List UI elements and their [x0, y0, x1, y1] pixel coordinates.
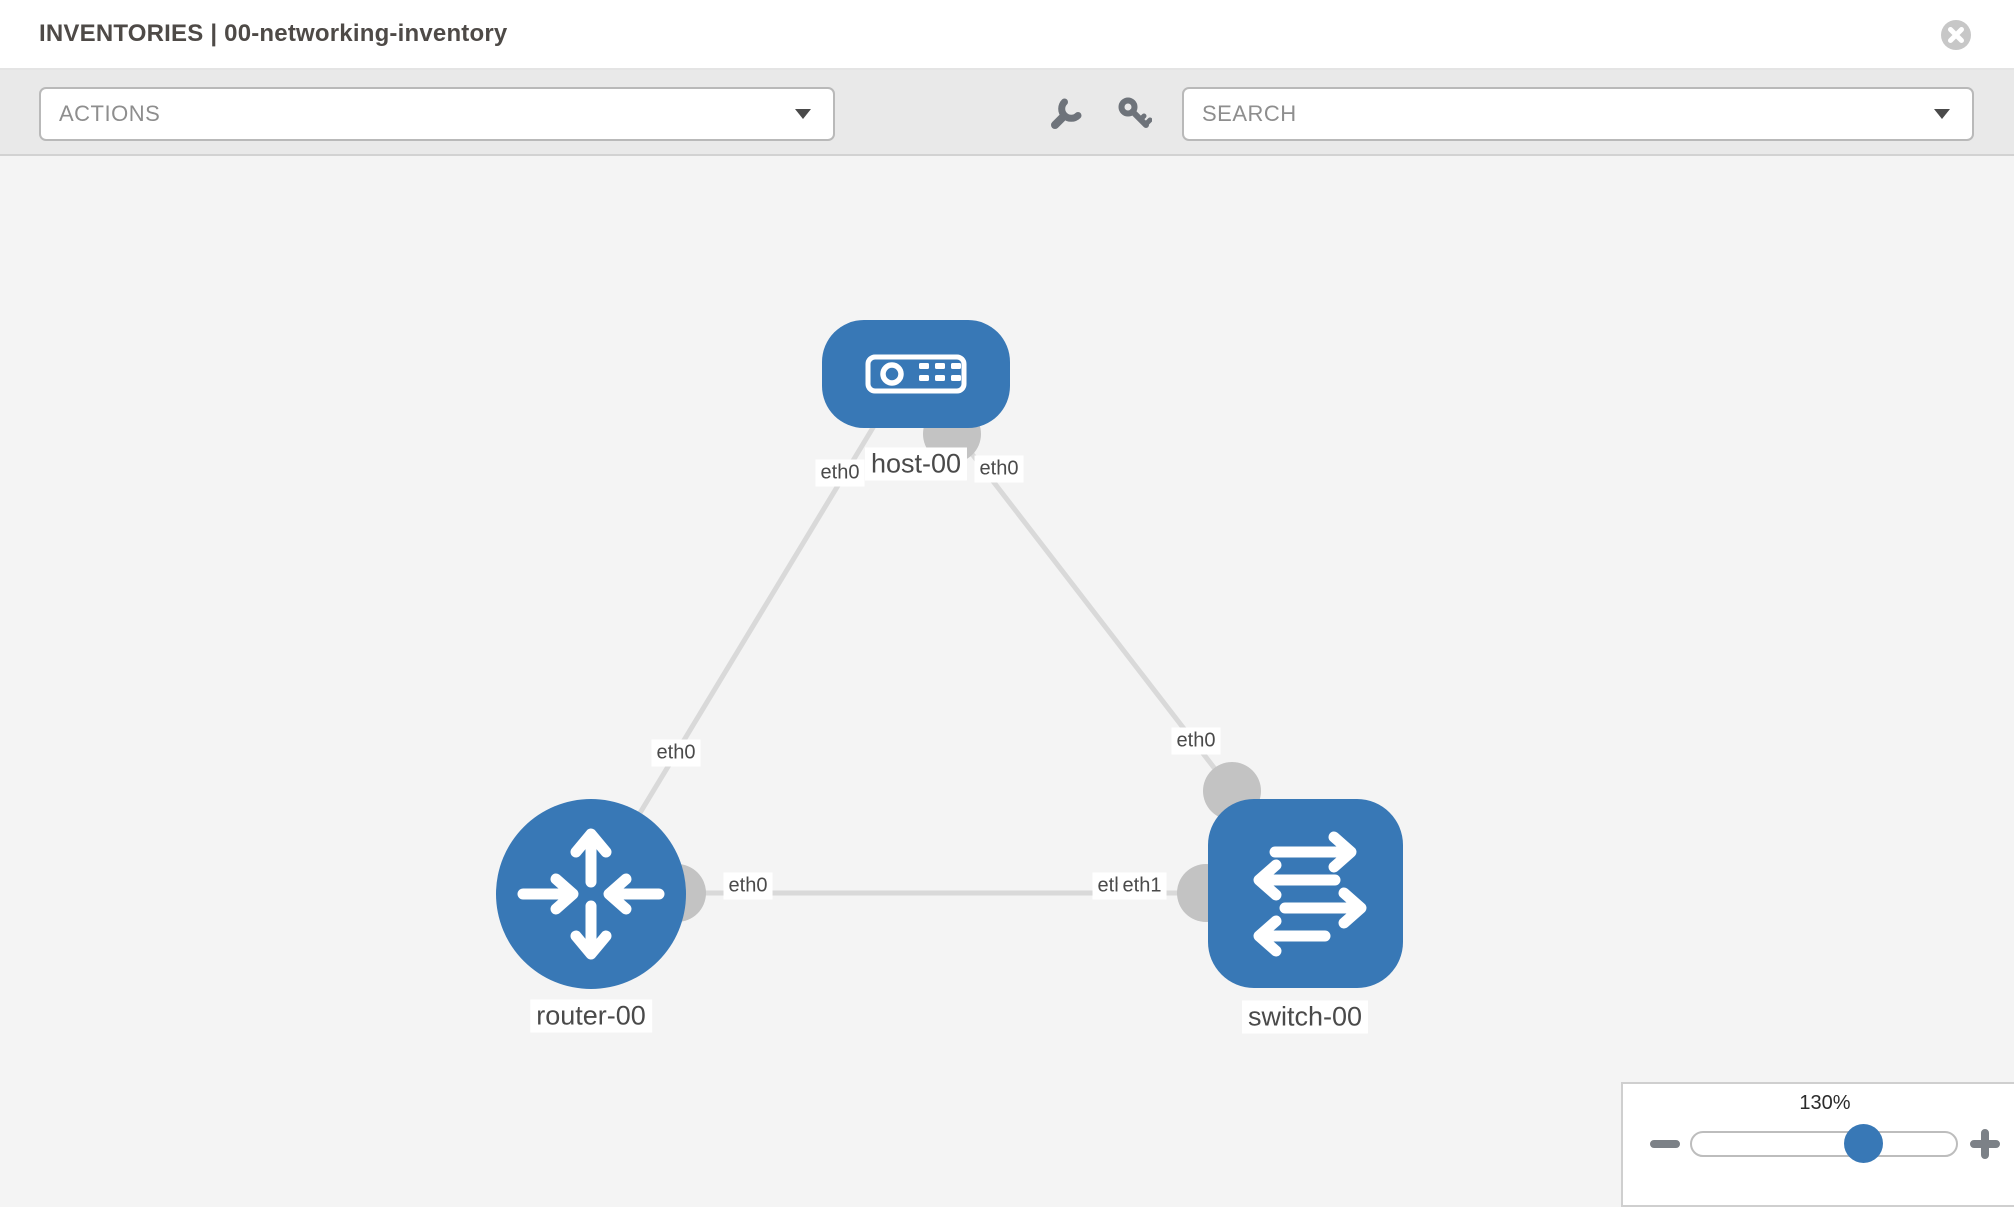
chevron-down-icon: [1934, 109, 1950, 119]
chevron-down-icon: [795, 109, 811, 119]
breadcrumb-inventory-name: 00-networking-inventory: [224, 20, 508, 47]
router-icon: [517, 828, 665, 960]
actions-dropdown-label: ACTIONS: [59, 101, 161, 126]
switch-icon: [1253, 831, 1367, 957]
breadcrumb-separator: |: [210, 20, 218, 47]
close-button[interactable]: [1940, 19, 1972, 51]
minus-icon: [1650, 1140, 1680, 1148]
page-header: INVENTORIES | 00-networking-inventory: [0, 0, 2014, 70]
node-switch[interactable]: [1208, 799, 1403, 988]
interface-label: eth0: [1171, 727, 1221, 755]
key-icon: [1118, 97, 1153, 128]
topology-graph: [496, 320, 1403, 989]
search-dropdown-label: SEARCH: [1202, 101, 1297, 126]
interface-label: eth1: [1117, 872, 1167, 900]
zoom-slider-track[interactable]: [1690, 1131, 1958, 1157]
actions-dropdown[interactable]: ACTIONS: [39, 87, 835, 141]
interface-label: eth0: [723, 872, 773, 900]
server-icon: [865, 354, 967, 394]
node-router[interactable]: [496, 799, 686, 989]
node-label-router: router-00: [530, 999, 652, 1033]
zoom-level-value: 130%: [1799, 1092, 1851, 1114]
wrench-icon: [1051, 98, 1082, 129]
credentials-button[interactable]: [1116, 96, 1153, 132]
node-host[interactable]: [822, 320, 1010, 428]
zoom-out-button[interactable]: [1649, 1136, 1681, 1157]
node-label-switch: switch-00: [1241, 1000, 1369, 1034]
zoom-in-button[interactable]: [1969, 1128, 2001, 1165]
interface-label: eth0: [651, 739, 701, 767]
node-label-host: host-00: [864, 447, 968, 481]
interface-label: eth0: [815, 459, 865, 487]
topology-canvas[interactable]: eth0 eth0 eth0 eth0 eth0 eth0 eth1 host-…: [0, 156, 2014, 1200]
zoom-panel: 130%: [1621, 1082, 2014, 1207]
tools-button[interactable]: [1048, 96, 1084, 132]
page-title: INVENTORIES | 00-networking-inventory: [0, 0, 2014, 68]
zoom-slider-thumb[interactable]: [1844, 1124, 1883, 1163]
search-dropdown[interactable]: SEARCH: [1182, 87, 1974, 141]
toolbar: ACTIONS SEARCH: [0, 70, 2014, 156]
breadcrumb-section: INVENTORIES: [39, 20, 204, 47]
plus-icon: [1970, 1129, 2000, 1159]
close-icon: [1941, 20, 1971, 50]
interface-label: eth0: [974, 455, 1024, 483]
